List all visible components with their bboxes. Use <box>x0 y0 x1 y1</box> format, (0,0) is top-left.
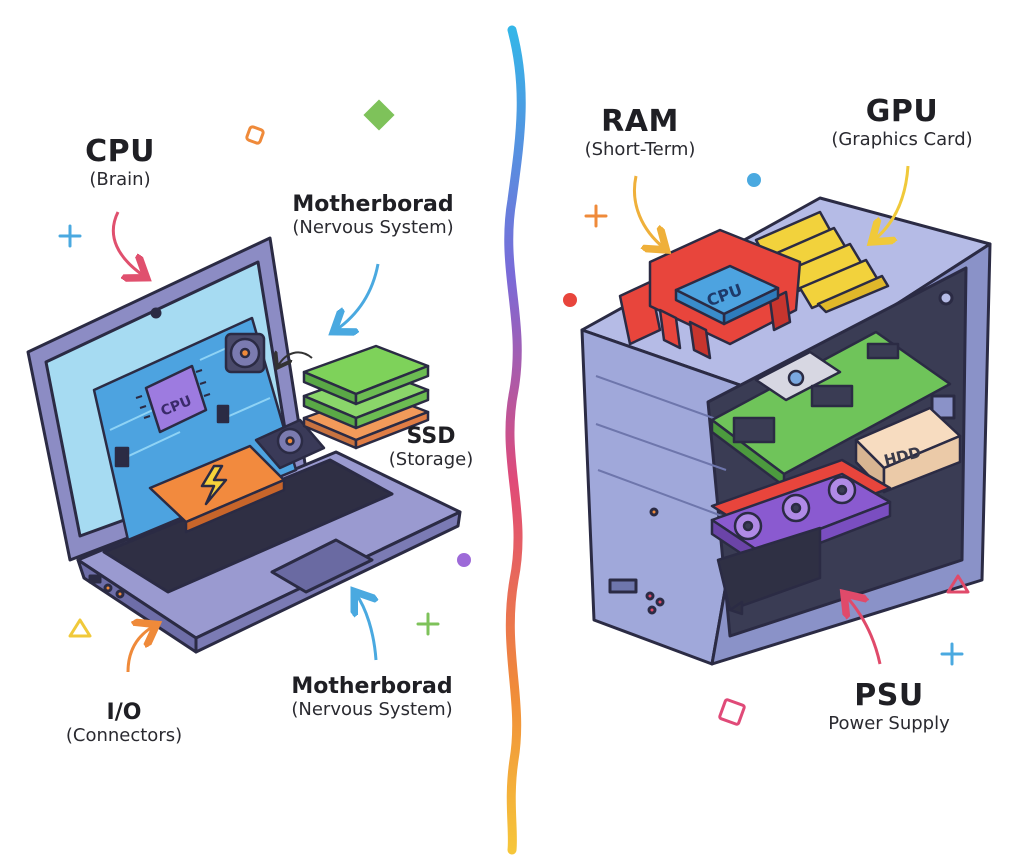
diamond-icon <box>363 99 395 131</box>
lightning-icon <box>200 464 228 506</box>
label-cpu-subtitle: (Brain) <box>89 169 151 190</box>
square-icon <box>718 698 746 726</box>
label-ssd: SSD (Storage) <box>376 424 486 470</box>
front-button <box>655 597 665 607</box>
plus-icon <box>58 224 82 248</box>
motherboard-arrow-top <box>336 263 380 330</box>
label-gpu-title: GPU <box>865 94 939 129</box>
power-led <box>649 507 659 517</box>
label-motherboard-bottom-title: Motherborad <box>291 674 453 699</box>
io-arrow <box>126 626 154 673</box>
label-ssd-subtitle: (Storage) <box>388 449 474 470</box>
motherboard-arrow-bottom <box>356 594 376 661</box>
triangle-icon <box>68 618 92 638</box>
side-port <box>930 394 956 420</box>
divider-wave <box>504 25 526 855</box>
psu-arrow <box>846 596 882 665</box>
label-io-title: I/O <box>106 700 142 725</box>
cpu-chip-icon <box>135 364 211 434</box>
ram-sticks <box>754 210 890 314</box>
circle-icon <box>457 553 471 567</box>
front-button <box>645 591 655 601</box>
label-ram: RAM (Short-Term) <box>560 104 720 160</box>
plus-icon <box>584 204 608 228</box>
circle-icon <box>563 293 577 307</box>
battery <box>148 444 286 534</box>
drive-bay <box>608 578 638 594</box>
plus-icon <box>416 612 440 636</box>
label-motherboard-top-subtitle: (Nervous System) <box>292 217 454 238</box>
laptop-trackpad <box>270 538 374 594</box>
io-port <box>103 583 113 593</box>
fan-icon <box>781 493 811 523</box>
laptop-motherboard <box>92 316 326 542</box>
cpu-arrow <box>111 211 144 276</box>
label-io: I/O (Connectors) <box>44 700 204 746</box>
fan-icon <box>224 332 266 374</box>
gpu-arrow <box>874 165 910 240</box>
label-motherboard-top: Motherborad (Nervous System) <box>268 192 478 238</box>
io-port <box>88 574 102 584</box>
case-screw <box>938 290 954 306</box>
label-cpu: CPU (Brain) <box>60 134 180 190</box>
label-motherboard-bottom: Motherborad (Nervous System) <box>262 674 482 720</box>
label-motherboard-bottom-subtitle: (Nervous System) <box>291 699 453 720</box>
plus-icon <box>940 642 964 666</box>
label-io-subtitle: (Connectors) <box>65 725 183 746</box>
label-gpu: GPU (Graphics Card) <box>812 94 992 150</box>
front-button <box>647 605 657 615</box>
ssd-stack <box>302 344 430 450</box>
psu-unit <box>716 526 822 616</box>
ssd-insert-arrow <box>278 352 313 366</box>
webcam-icon <box>150 307 162 319</box>
label-cpu-title: CPU <box>85 134 155 169</box>
label-ssd-title: SSD <box>406 424 456 449</box>
cpu-heatsink <box>618 228 802 360</box>
label-psu-title: PSU <box>854 678 924 713</box>
label-psu: PSU Power Supply <box>804 678 974 734</box>
label-motherboard-top-title: Motherborad <box>292 192 454 217</box>
label-ram-title: RAM <box>601 104 679 139</box>
fan-icon <box>733 511 763 541</box>
triangle-icon <box>946 574 970 594</box>
label-ram-subtitle: (Short-Term) <box>584 139 696 160</box>
fan-icon <box>827 475 857 505</box>
fan-icon <box>254 418 326 470</box>
label-psu-subtitle: Power Supply <box>828 713 950 734</box>
desktop-motherboard <box>710 330 952 488</box>
square-icon <box>245 125 265 145</box>
circle-icon <box>747 173 761 187</box>
io-port <box>115 589 125 599</box>
ram-arrow <box>632 175 664 248</box>
label-gpu-subtitle: (Graphics Card) <box>831 129 973 150</box>
